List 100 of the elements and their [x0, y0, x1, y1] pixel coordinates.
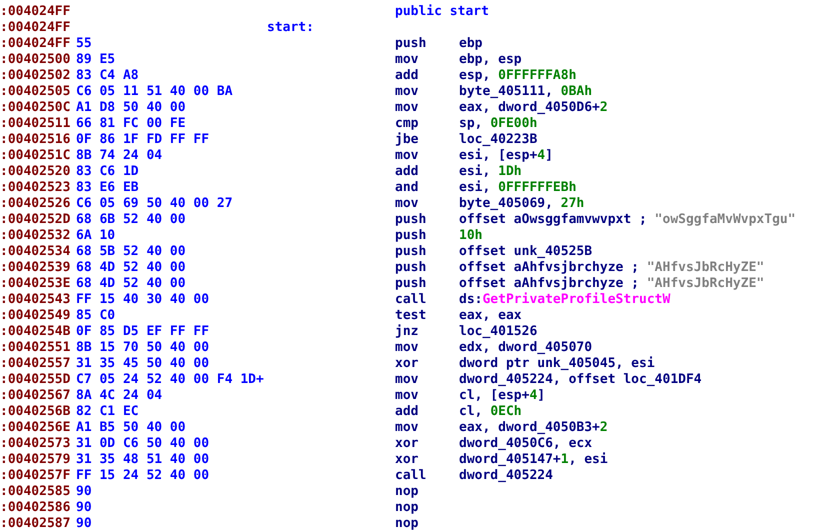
hex-bytes-text: 90 — [76, 500, 92, 516]
mnemonic-text: xor — [395, 356, 418, 372]
mnemonic-text: mov — [395, 100, 418, 116]
operand-text: esi, 1Dh — [459, 164, 522, 180]
address-text: :0040255D — [0, 372, 70, 388]
mnemonic-text: call — [395, 292, 426, 308]
address-text: :0040256B — [0, 404, 70, 420]
mnemonic-text: mov — [395, 84, 418, 100]
hex-bytes-text: 0F 85 D5 EF FF FF — [76, 324, 210, 340]
hex-bytes-text: C6 05 69 50 40 00 27 — [76, 196, 233, 212]
mnemonic-text: jnz — [395, 324, 418, 340]
hex-bytes-text: 8B 74 24 04 — [76, 148, 162, 164]
declaration-text: public start — [395, 4, 489, 20]
address-text: :00402500 — [0, 52, 70, 68]
hex-bytes-text: 90 — [76, 484, 92, 500]
hex-bytes-text: 68 4D 52 40 00 — [76, 260, 186, 276]
address-text: :00402539 — [0, 260, 70, 276]
hex-bytes-text: 90 — [76, 516, 92, 530]
operand-text: byte_405111, 0BAh — [459, 84, 592, 100]
hex-bytes-text: 6A 10 — [76, 228, 116, 244]
mnemonic-text: nop — [395, 500, 418, 516]
address-text: :00402523 — [0, 180, 70, 196]
hex-bytes-text: FF 15 24 52 40 00 — [76, 468, 210, 484]
operand-text: eax, dword_4050D6+2 — [459, 100, 608, 116]
mnemonic-text: nop — [395, 484, 418, 500]
address-text: :00402551 — [0, 340, 70, 356]
address-text: :00402516 — [0, 132, 70, 148]
hex-bytes-text: 31 35 45 50 40 00 — [76, 356, 210, 372]
operand-text: 10h — [459, 228, 482, 244]
mnemonic-text: push — [395, 244, 426, 260]
mnemonic-text: mov — [395, 148, 418, 164]
operand-text: esi, 0FFFFFFEBh — [459, 180, 576, 196]
operand-text: esp, 0FFFFFFA8h — [459, 68, 576, 84]
hex-bytes-text: A1 B5 50 40 00 — [76, 420, 186, 436]
operand-text: edx, dword_405070 — [459, 340, 592, 356]
mnemonic-text: push — [395, 36, 426, 52]
hex-bytes-text: 83 E6 EB — [76, 180, 139, 196]
operand-text: ds:GetPrivateProfileStructW — [459, 292, 670, 308]
address-text: :0040254B — [0, 324, 70, 340]
hex-bytes-text: FF 15 40 30 40 00 — [76, 292, 210, 308]
operand-text: offset aOwsggfamvwvpxt ; "owSggfaMvWvpxTgu" — [459, 212, 796, 228]
operand-text: offset aAhfvsjbrchyze ; "AHfvsJbRcHyZE" — [459, 260, 764, 276]
mnemonic-text: push — [395, 276, 426, 292]
address-text: :0040251C — [0, 148, 70, 164]
code-label-text: start: — [267, 20, 314, 36]
operand-text: byte_405069, 27h — [459, 196, 584, 212]
mnemonic-text: nop — [395, 516, 418, 530]
mnemonic-text: mov — [395, 196, 418, 212]
operand-text: cl, [esp+4] — [459, 388, 546, 404]
operand-text: dword_4050C6, ecx — [459, 436, 592, 452]
hex-bytes-text: 55 — [76, 36, 92, 52]
address-text: :0040257F — [0, 468, 70, 484]
address-text: :00402526 — [0, 196, 70, 212]
mnemonic-text: xor — [395, 452, 418, 468]
mnemonic-text: test — [395, 308, 426, 324]
mnemonic-text: mov — [395, 52, 418, 68]
address-text: :004024FF — [0, 4, 70, 20]
operand-text: loc_40223B — [459, 132, 538, 148]
mnemonic-text: mov — [395, 420, 418, 436]
operand-text: dword_405224, offset loc_401DF4 — [459, 372, 702, 388]
hex-bytes-text: A1 D8 50 40 00 — [76, 100, 186, 116]
address-text: :0040256E — [0, 420, 70, 436]
address-text: :00402511 — [0, 116, 70, 132]
hex-bytes-text: 68 6B 52 40 00 — [76, 212, 186, 228]
operand-text: offset unk_40525B — [459, 244, 592, 260]
operand-text: dword_405224 — [459, 468, 553, 484]
operand-text: sp, 0FE00h — [459, 116, 538, 132]
address-text: :00402520 — [0, 164, 70, 180]
operand-text: eax, eax — [459, 308, 522, 324]
operand-text: dword_405147+1, esi — [459, 452, 608, 468]
operand-text: ebp, esp — [459, 52, 522, 68]
address-text: :00402549 — [0, 308, 70, 324]
mnemonic-text: push — [395, 228, 426, 244]
address-text: :0040252D — [0, 212, 70, 228]
hex-bytes-text: 82 C1 EC — [76, 404, 139, 420]
mnemonic-text: add — [395, 164, 418, 180]
mnemonic-text: add — [395, 404, 418, 420]
mnemonic-text: mov — [395, 388, 418, 404]
address-text: :00402587 — [0, 516, 70, 530]
operand-text: cl, 0ECh — [459, 404, 522, 420]
address-text: :00402505 — [0, 84, 70, 100]
mnemonic-text: add — [395, 68, 418, 84]
address-text: :00402532 — [0, 228, 70, 244]
hex-bytes-text: 31 35 48 51 40 00 — [76, 452, 210, 468]
address-text: :0040253E — [0, 276, 70, 292]
mnemonic-text: push — [395, 260, 426, 276]
hex-bytes-text: 31 0D C6 50 40 00 — [76, 436, 210, 452]
mnemonic-text: jbe — [395, 132, 418, 148]
operand-text: offset aAhfvsjbrchyze ; "AHfvsJbRcHyZE" — [459, 276, 764, 292]
mnemonic-text: mov — [395, 340, 418, 356]
hex-bytes-text: 0F 86 1F FD FF FF — [76, 132, 210, 148]
operand-text: esi, [esp+4] — [459, 148, 553, 164]
operand-text: ebp — [459, 36, 482, 52]
hex-bytes-text: 8B 15 70 50 40 00 — [76, 340, 210, 356]
hex-bytes-text: 83 C6 1D — [76, 164, 139, 180]
address-text: :00402573 — [0, 436, 70, 452]
mnemonic-text: call — [395, 468, 426, 484]
address-text: :00402586 — [0, 500, 70, 516]
address-text: :00402557 — [0, 356, 70, 372]
hex-bytes-text: C7 05 24 52 40 00 F4 1D+ — [76, 372, 264, 388]
